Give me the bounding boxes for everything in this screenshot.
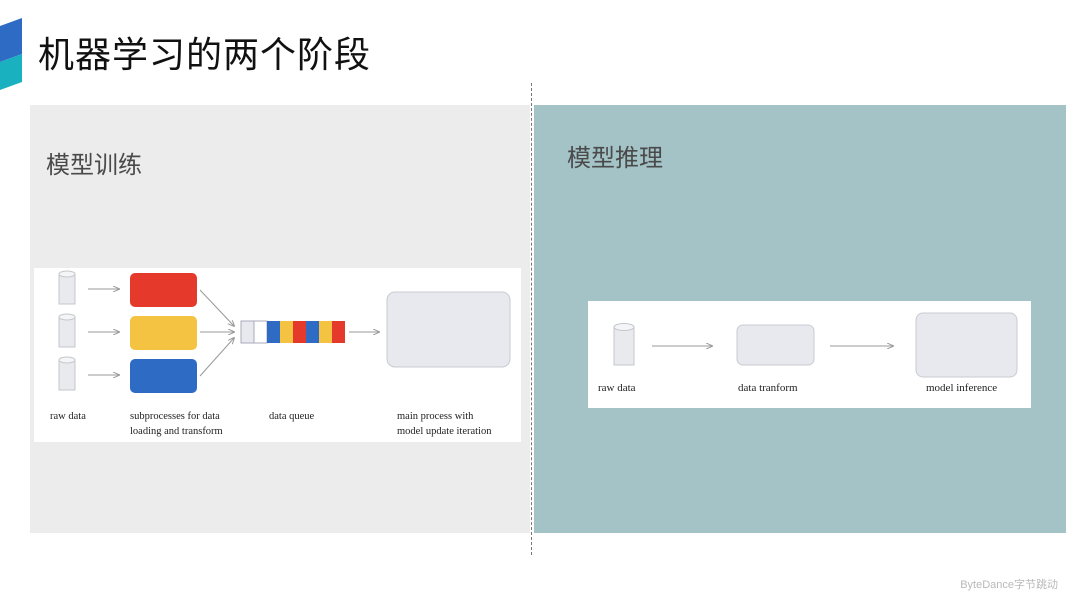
training-title: 模型训练	[46, 151, 142, 179]
slide-title: 机器学习的两个阶段	[38, 35, 372, 76]
dashed-divider	[531, 83, 532, 555]
raw-data-cylinder-1	[58, 270, 76, 305]
model-inference-box	[915, 312, 1018, 378]
footer-brand: ByteDance字节跳动	[960, 579, 1058, 591]
label-main-1: main process with	[397, 411, 474, 422]
label-main-2: model update iteration	[397, 426, 492, 437]
training-diagram: raw data subprocesses for data loading a…	[34, 268, 521, 442]
inference-diagram: raw data data tranform model inference	[588, 301, 1031, 408]
arrow	[199, 289, 234, 326]
brand-corner-icon	[0, 18, 22, 90]
label-data-transform: data tranform	[738, 382, 798, 394]
arrow	[199, 338, 234, 377]
label-model-inference: model inference	[926, 382, 997, 394]
label-subprocesses-2: loading and transform	[130, 426, 223, 437]
subprocess-blue	[130, 359, 197, 393]
raw-data-cylinder-3	[58, 356, 76, 391]
label-data-queue: data queue	[269, 411, 315, 422]
main-process-box	[386, 291, 511, 368]
raw-data-cylinder-2	[58, 313, 76, 348]
data-queue	[240, 320, 345, 344]
label-raw-data: raw data	[50, 411, 86, 422]
data-transform-box	[736, 324, 815, 366]
subprocess-red	[130, 273, 197, 307]
label-subprocesses-1: subprocesses for data	[130, 411, 220, 422]
raw-data-cylinder	[613, 323, 635, 366]
subprocess-yellow	[130, 316, 197, 350]
inference-title: 模型推理	[567, 144, 663, 172]
label-raw-data: raw data	[598, 382, 636, 394]
